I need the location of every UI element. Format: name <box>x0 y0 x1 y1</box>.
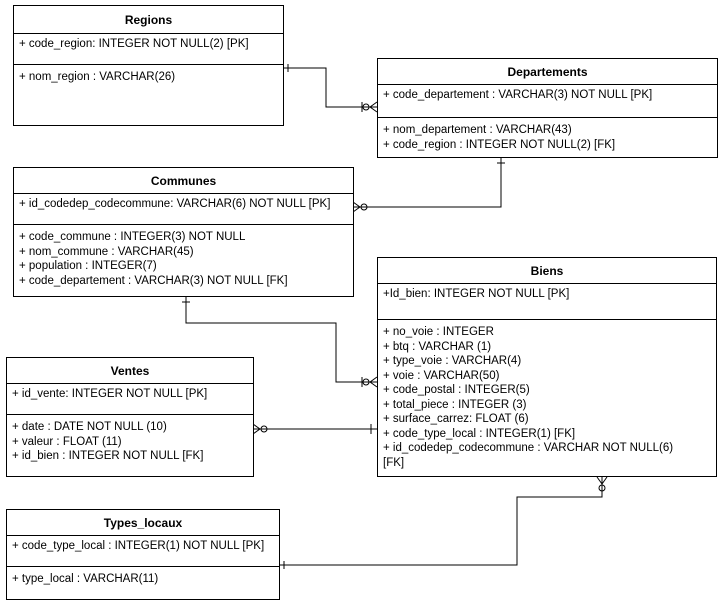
connector-communes-biens <box>182 297 378 388</box>
primary-key-field: + id_vente: INTEGER NOT NULL [PK] <box>7 384 253 415</box>
attribute: + nom_region : VARCHAR(26) <box>19 71 176 83</box>
entity-ventes[interactable]: Ventes + id_vente: INTEGER NOT NULL [PK]… <box>6 357 254 477</box>
primary-key-field: + code_region: INTEGER NOT NULL(2) [PK] <box>14 34 283 65</box>
attribute: + type_local : VARCHAR(11) <box>12 573 159 585</box>
attribute-list: + type_local : VARCHAR(11) <box>7 567 279 587</box>
entity-communes[interactable]: Communes + id_codedep_codecommune: VARCH… <box>13 167 354 297</box>
connector-typeslocaux-biens <box>279 476 608 569</box>
entity-title: Ventes <box>7 358 253 384</box>
attribute: + btq : VARCHAR (1) <box>383 340 492 353</box>
entity-title: Communes <box>14 168 353 194</box>
entity-title: Types_locaux <box>7 510 279 536</box>
primary-key-field: +Id_bien: INTEGER NOT NULL [PK] <box>378 284 716 320</box>
attribute: + code_commune : INTEGER(3) NOT NULL <box>19 231 246 243</box>
entity-title: Regions <box>14 6 283 34</box>
attribute-list: + nom_departement : VARCHAR(43) + code_r… <box>378 118 717 152</box>
attribute: + surface_carrez: FLOAT (6) <box>383 413 529 425</box>
attribute-list: + nom_region : VARCHAR(26) <box>14 65 283 85</box>
attribute: + code_region : INTEGER NOT NULL(2) [FK] <box>383 138 616 151</box>
primary-key-field: + code_type_local : INTEGER(1) NOT NULL … <box>7 536 279 567</box>
entity-biens[interactable]: Biens +Id_bien: INTEGER NOT NULL [PK] + … <box>377 257 717 477</box>
attribute: + nom_departement : VARCHAR(43) <box>383 124 572 136</box>
attribute: + type_voie : VARCHAR(4) <box>383 355 522 367</box>
connector-regions-departements <box>283 64 378 113</box>
entity-regions[interactable]: Regions + code_region: INTEGER NOT NULL(… <box>13 5 284 126</box>
attribute: + code_postal : INTEGER(5) <box>383 384 530 396</box>
attribute: + nom_commune : VARCHAR(45) <box>19 245 194 258</box>
connector-departements-communes <box>352 158 505 213</box>
attribute: + code_type_local : INTEGER(1) [FK] <box>383 427 576 440</box>
attribute: + id_codedep_codecommune : VARCHAR NOT N… <box>383 442 674 454</box>
attribute-list: + code_commune : INTEGER(3) NOT NULL + n… <box>14 225 353 288</box>
entity-types-locaux[interactable]: Types_locaux + code_type_local : INTEGER… <box>6 509 280 600</box>
entity-title: Biens <box>378 258 716 284</box>
attribute: + voie : VARCHAR(50) <box>383 369 500 382</box>
entity-departements[interactable]: Departements + code_departement : VARCHA… <box>377 58 718 158</box>
attribute: + population : INTEGER(7) <box>19 260 157 272</box>
attribute: + no_voie : INTEGER <box>383 326 494 338</box>
attribute: [FK] <box>383 456 405 469</box>
attribute: + valeur : FLOAT (11) <box>12 435 122 448</box>
attribute-list: + no_voie : INTEGER + btq : VARCHAR (1) … <box>378 320 716 470</box>
connector-biens-ventes <box>252 423 377 435</box>
attribute-list: + date : DATE NOT NULL (10) + valeur : F… <box>7 415 253 464</box>
entity-title: Departements <box>378 59 717 85</box>
attribute: + date : DATE NOT NULL (10) <box>12 421 167 433</box>
attribute: + id_bien : INTEGER NOT NULL [FK] <box>12 450 204 462</box>
primary-key-field: + id_codedep_codecommune: VARCHAR(6) NOT… <box>14 194 353 225</box>
attribute: + total_piece : INTEGER (3) <box>383 398 527 411</box>
attribute: + code_departement : VARCHAR(3) NOT NULL… <box>19 274 288 287</box>
primary-key-field: + code_departement : VARCHAR(3) NOT NULL… <box>378 85 717 118</box>
